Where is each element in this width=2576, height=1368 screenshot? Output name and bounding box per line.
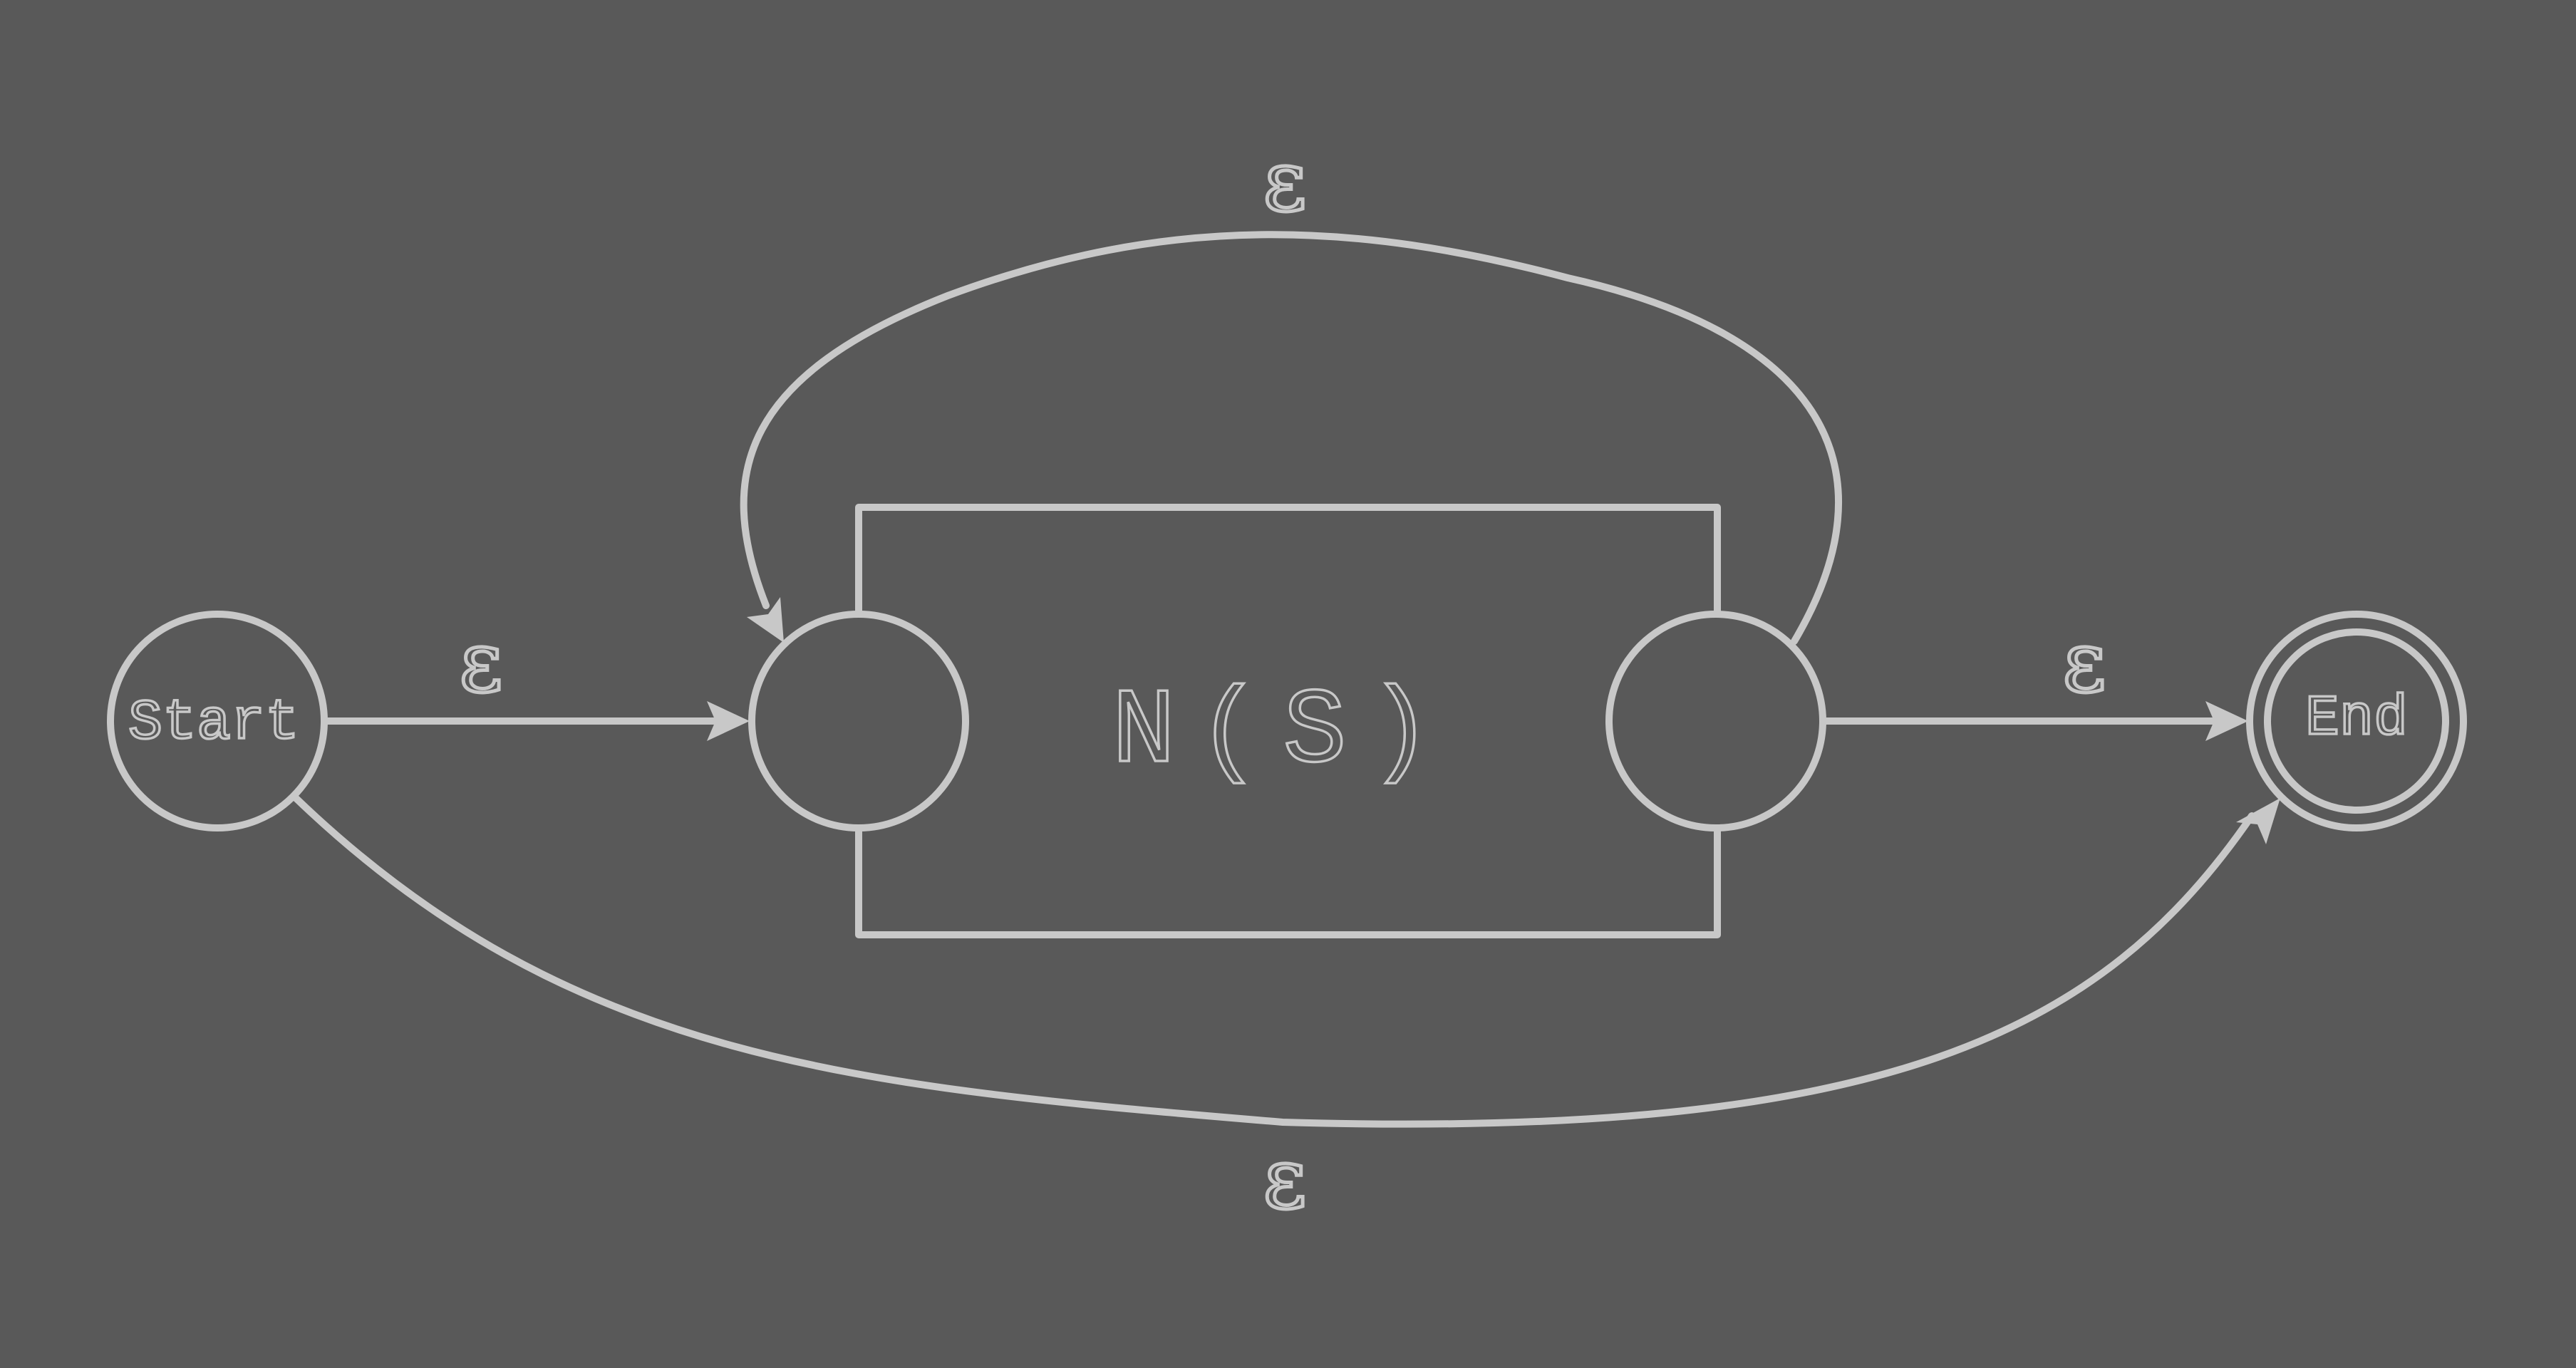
transition-inner-to-end-label: ε	[2062, 613, 2106, 711]
transition-skip: ε	[292, 794, 2280, 1230]
box-bottom-edge	[855, 826, 1721, 938]
transition-skip-curve	[292, 794, 2255, 1128]
inner-entry-state	[748, 611, 969, 831]
transition-loop-back: ε	[740, 130, 1842, 645]
end-state-outer-circle	[2246, 611, 2467, 831]
inner-entry-state-circle	[748, 611, 969, 831]
end-state-inner-circle	[2264, 628, 2449, 814]
inner-exit-state-circle	[1605, 611, 1826, 831]
sub-automaton-label: N(S)	[1112, 673, 1454, 794]
end-state: End	[2246, 611, 2467, 831]
start-state-label: Start	[128, 691, 299, 756]
arrowhead-icon	[2205, 701, 2248, 741]
transition-loop-back-curve	[740, 231, 1842, 645]
transition-start-to-inner-label: ε	[459, 613, 502, 711]
transition-start-to-inner: ε	[324, 611, 750, 741]
inner-exit-state	[1605, 611, 1826, 831]
arrowhead-icon	[707, 701, 750, 741]
end-state-label: End	[2305, 687, 2408, 752]
sub-automaton-box: N(S)	[855, 504, 1721, 938]
transition-loop-back-label: ε	[1263, 132, 1306, 230]
transition-skip-label: ε	[1263, 1129, 1306, 1228]
arrowhead-icon	[747, 597, 784, 643]
arrowhead-icon	[2236, 798, 2280, 844]
box-top-edge	[855, 504, 1721, 616]
start-state: Start	[107, 611, 328, 831]
transition-inner-to-end: ε	[1821, 611, 2248, 741]
